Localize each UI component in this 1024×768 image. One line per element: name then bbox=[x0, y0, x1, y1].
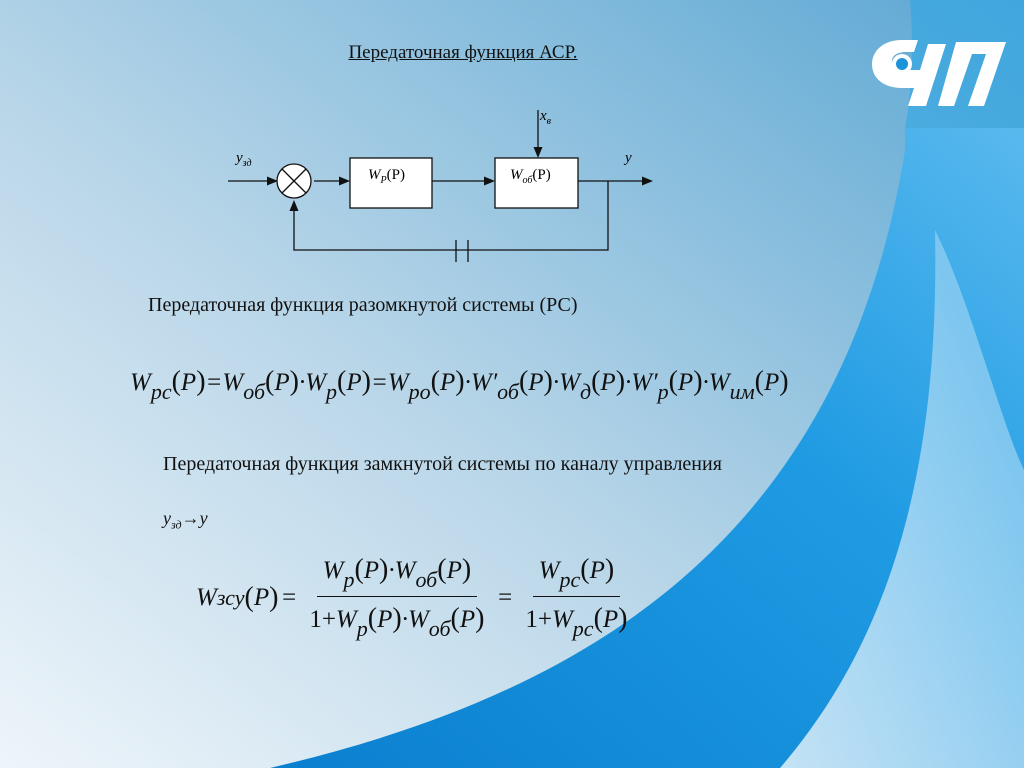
block1-arrowhead bbox=[339, 176, 350, 186]
fraction-1-numerator: Wр(P)·Wоб(P) bbox=[316, 554, 478, 597]
open-system-formula: Wрс(P)=Wоб(P)·Wр(P)=Wро(P)·W′об(P)·Wд(P)… bbox=[130, 366, 789, 404]
output-arrowhead bbox=[642, 176, 653, 186]
input-signal-label: yзд bbox=[234, 150, 252, 169]
university-logo-icon bbox=[872, 40, 1006, 106]
fraction-2-numerator: Wрс(P) bbox=[532, 554, 621, 597]
plant-block-label: Wоб(P) bbox=[510, 167, 551, 186]
summing-junction-icon bbox=[276, 163, 312, 199]
block-diagram: WP(P) Wоб(P) yзд xв y bbox=[228, 108, 653, 262]
fraction-2-denominator: 1+Wрс(P) bbox=[525, 603, 628, 641]
feedback-arrowhead bbox=[289, 200, 299, 211]
feedback-line bbox=[293, 181, 609, 251]
regulator-block bbox=[349, 157, 433, 209]
disturbance-arrowhead bbox=[533, 147, 543, 158]
output-signal-label: y bbox=[623, 150, 632, 166]
plant-block bbox=[494, 157, 579, 209]
input-arrowhead bbox=[267, 176, 278, 186]
fraction-1: Wр(P)·Wоб(P) 1+Wр(P)·Wоб(P) bbox=[303, 554, 490, 642]
disturbance-label: xв bbox=[539, 108, 552, 127]
fraction-1-denominator: 1+Wр(P)·Wоб(P) bbox=[309, 603, 485, 641]
block2-arrowhead bbox=[484, 176, 495, 186]
open-system-heading: Передаточная функция разомкнутой системы… bbox=[148, 294, 578, 316]
closed-system-heading: Передаточная функция замкнутой системы п… bbox=[163, 453, 722, 475]
control-channel-label: yзд→y bbox=[163, 508, 208, 532]
fraction-2: Wрс(P) 1+Wрс(P) bbox=[519, 554, 633, 642]
slide-title: Передаточная функция АСР. bbox=[348, 42, 578, 63]
regulator-block-label: WP(P) bbox=[368, 167, 405, 186]
